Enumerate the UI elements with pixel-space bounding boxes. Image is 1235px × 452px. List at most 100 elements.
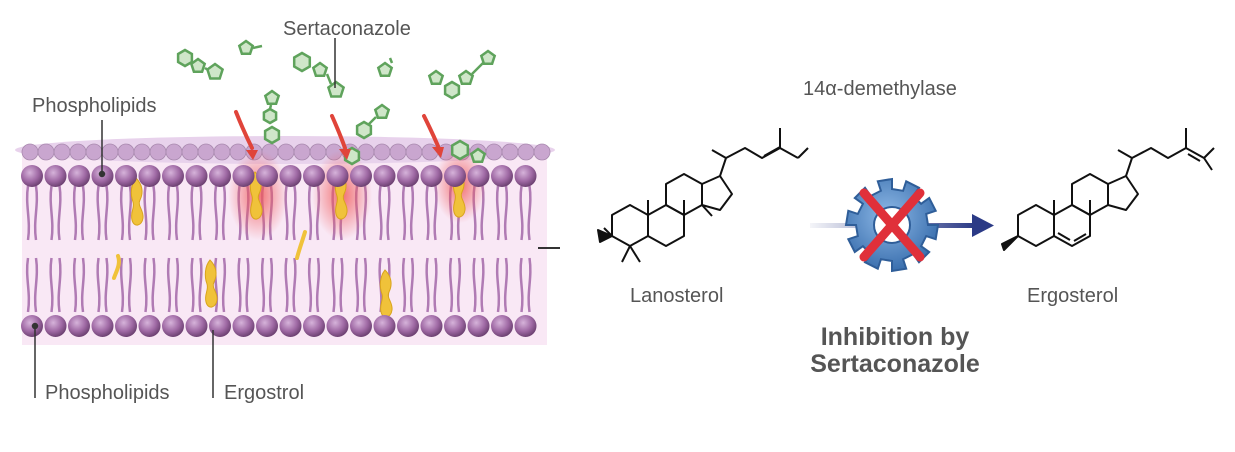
drug-ring [311, 61, 329, 77]
lipid-head-back [293, 143, 311, 161]
lipid-tail [174, 185, 180, 241]
lipid-head [467, 165, 490, 187]
lipid-tail [57, 257, 62, 313]
lipid-head [444, 165, 466, 187]
lipid-tail [480, 257, 485, 313]
lipid-head-back [117, 143, 135, 161]
lipid-tail [72, 257, 78, 313]
lipid-head [68, 315, 90, 337]
drug-ring [263, 125, 281, 145]
lipid-tail [119, 185, 125, 241]
lipid-head [326, 165, 349, 187]
lipid-head [185, 165, 208, 187]
lipid-tail [425, 257, 430, 313]
lipid-tail [378, 185, 383, 241]
lanosterol-structure [597, 128, 809, 263]
drug-bond [252, 44, 263, 50]
lipid-head [185, 315, 208, 337]
lipid-head [373, 165, 396, 187]
lipid-tail [503, 185, 509, 241]
lipid-tail [503, 257, 509, 313]
lipid-head-back [485, 143, 503, 161]
drug-bond [204, 66, 209, 72]
lipid-heads-back-row [21, 143, 551, 161]
enzyme-label: 14α-demethylase [803, 78, 957, 100]
ergosterol-molecule [249, 171, 263, 220]
lipid-head [21, 165, 43, 187]
lipid-head [467, 315, 490, 337]
lipid-head [303, 315, 325, 337]
lipid-tail [354, 257, 360, 313]
lipid-head-back [101, 143, 119, 161]
lipid-head-back [69, 143, 87, 161]
ergosterol-fragment [112, 254, 121, 280]
lipid-tail [119, 257, 125, 313]
drug-bond [471, 62, 484, 75]
lipid-head-back [85, 143, 103, 161]
lipid-head [44, 315, 67, 337]
lipid-head [326, 315, 349, 337]
drug-ring [376, 61, 394, 77]
lipid-tail [80, 185, 86, 241]
drug-ring [263, 89, 281, 105]
drug-ring [373, 103, 391, 119]
lipid-tail [292, 185, 297, 241]
lipid-tail [425, 185, 430, 241]
lipid-tail [96, 257, 101, 313]
lipid-head [279, 165, 302, 187]
lipid-tail [307, 257, 313, 313]
drug-ring [457, 69, 475, 85]
drug-ring [262, 107, 278, 125]
inhibition-title-line2: Sertaconazole [810, 350, 980, 378]
phospholipids-label-bottom: Phospholipids [45, 382, 170, 404]
lipid-tail [268, 257, 274, 313]
lipid-head-back [517, 143, 535, 161]
lipid-head [256, 165, 278, 187]
lipid-head [68, 165, 90, 187]
lipid-head [397, 315, 419, 337]
lipid-head-back [21, 143, 39, 161]
drug-ring [205, 62, 225, 80]
lipid-tail [237, 257, 242, 313]
lipid-tail [127, 185, 133, 241]
lipid-head [91, 315, 114, 337]
drug-ring [237, 39, 255, 55]
lipid-tail [519, 185, 524, 241]
lipid-tail [292, 257, 297, 313]
lipid-tail [151, 257, 156, 313]
lipid-tail [104, 185, 109, 241]
lipid-tail [190, 185, 195, 241]
lipid-head [256, 315, 278, 337]
lipid-tail [33, 257, 39, 313]
lipid-tail [49, 257, 54, 313]
drug-ring [427, 69, 445, 85]
lipid-head [491, 165, 513, 187]
drug-ring [326, 80, 346, 98]
lipid-tail [519, 257, 524, 313]
lipid-tail [190, 257, 195, 313]
lipid-head [162, 315, 184, 337]
lipid-tail [143, 257, 148, 313]
lipid-head [514, 315, 537, 337]
lipid-tail [456, 257, 462, 313]
lipid-tail [284, 257, 289, 313]
lipid-tail [307, 185, 313, 241]
lipid-head-back [309, 143, 327, 161]
drug-ring [479, 49, 497, 65]
lipid-head-back [389, 143, 407, 161]
lipid-head [138, 315, 161, 337]
lipid-tail [401, 257, 407, 313]
lipid-tail [127, 257, 133, 313]
lipid-tail [57, 185, 62, 241]
inhibition-title: Inhibition by Sertaconazole [765, 324, 1025, 378]
lipid-heads-top-row [21, 165, 537, 187]
lipid-head-back [213, 143, 231, 161]
lipid-head-back [357, 143, 375, 161]
lipid-head [115, 165, 137, 187]
drug-bond [268, 104, 273, 110]
lipid-tail [221, 185, 227, 241]
drug-bond [368, 116, 377, 125]
lipid-head [279, 315, 302, 337]
lipid-head [115, 315, 137, 337]
